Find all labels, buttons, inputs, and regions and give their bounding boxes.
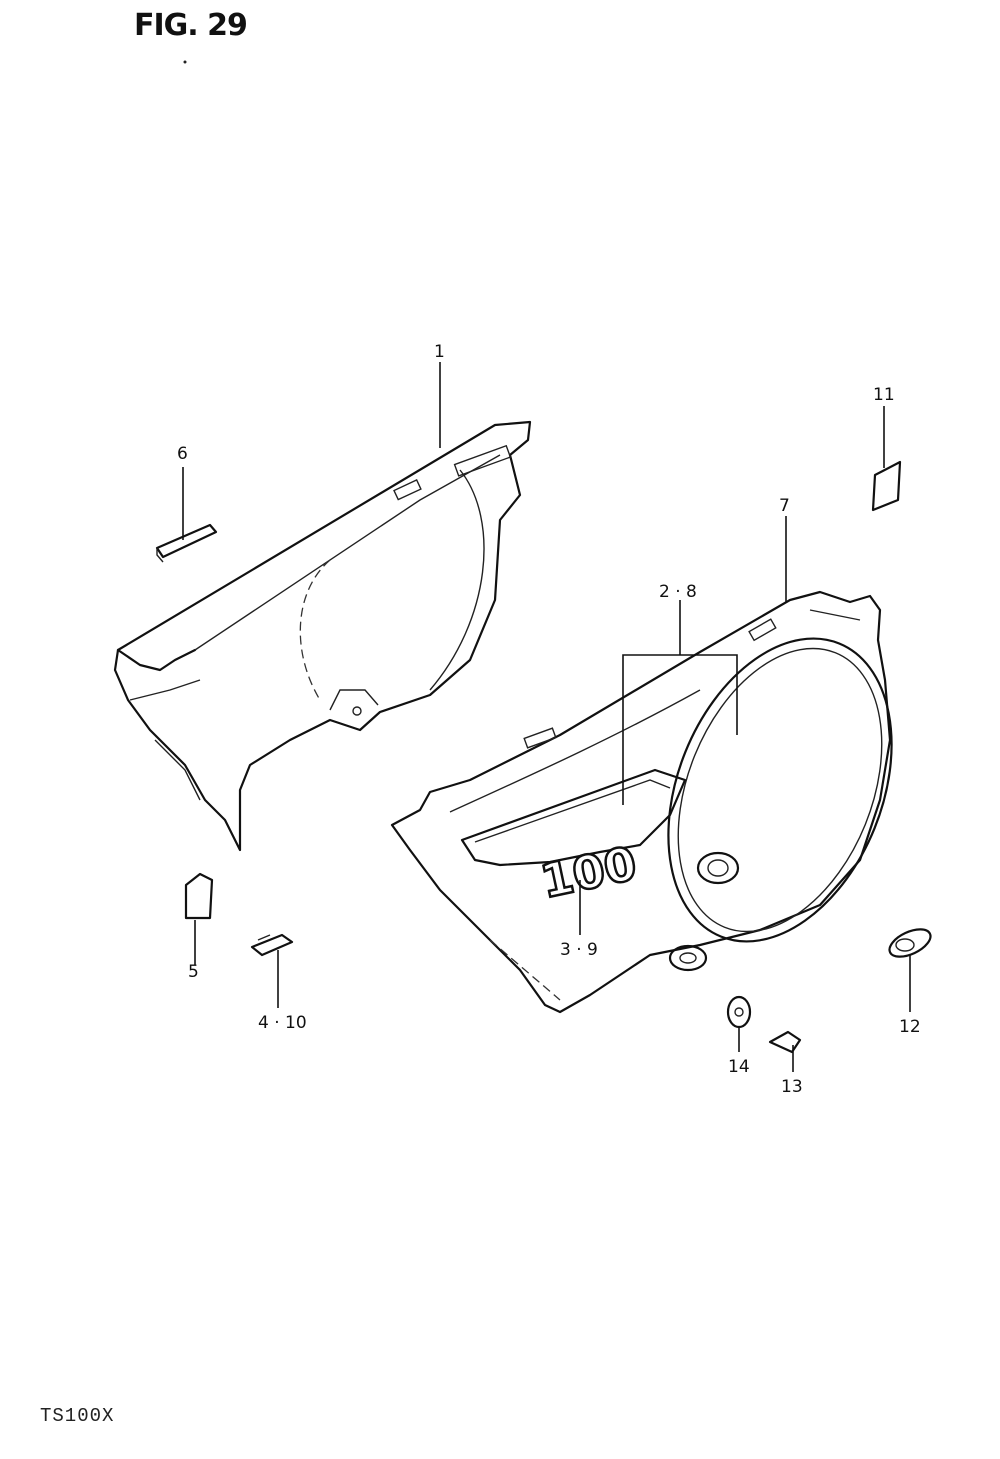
callout-11: 11 [873, 385, 895, 405]
stray-dot [183, 60, 187, 64]
part-14-washer [726, 995, 752, 1029]
model-code: TS100X [40, 1405, 115, 1427]
callout-14: 14 [728, 1057, 750, 1077]
callout-2-8: 2 · 8 [659, 582, 697, 602]
callout-12: 12 [899, 1017, 921, 1037]
left-frame-cover [113, 420, 532, 852]
part-11-pad [871, 460, 902, 512]
figure-title: FIG. 29 [134, 8, 248, 43]
part-13-washer [768, 1030, 802, 1054]
leader-lines [182, 362, 911, 1072]
part-5-cushion [184, 872, 214, 920]
callout-4-10: 4 · 10 [258, 1013, 307, 1033]
callout-5: 5 [188, 962, 199, 982]
part-6-cushion [155, 523, 218, 563]
part-4-10-clip [250, 933, 294, 957]
callout-6: 6 [177, 444, 188, 464]
callout-3-9: 3 · 9 [560, 940, 598, 960]
decal-100-logo: 100 [536, 836, 641, 909]
part-12-grommet [888, 928, 932, 958]
callout-13: 13 [781, 1077, 803, 1097]
callout-labels: 1 6 5 4 · 10 2 · 8 7 11 3 · 9 12 13 14 [177, 342, 921, 1097]
callout-1: 1 [434, 342, 445, 362]
callout-7: 7 [779, 496, 790, 516]
